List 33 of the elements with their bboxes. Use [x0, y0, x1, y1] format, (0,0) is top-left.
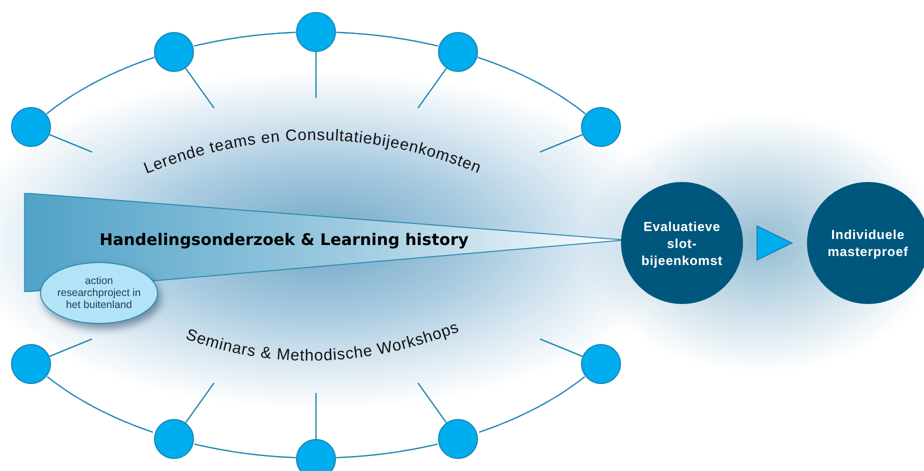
circle-node [154, 32, 194, 72]
spoke-line [49, 338, 92, 357]
oval-node: action researchproject in het buitenland [40, 262, 158, 324]
spoke-line [540, 338, 583, 357]
circle-node: Individuele masterproef [807, 182, 924, 304]
circle-node [581, 344, 621, 384]
arc-line [336, 32, 438, 47]
arc-line [477, 56, 586, 114]
circle-node [438, 419, 478, 459]
arc-line [194, 32, 296, 47]
arrow [756, 225, 794, 261]
circle-node [581, 107, 621, 147]
circle-node [11, 107, 51, 147]
spoke-line [315, 52, 317, 98]
circle-node [154, 419, 194, 459]
circle-node: Evaluatieve slot-bijeenkomst [621, 182, 743, 304]
spoke-line [315, 393, 317, 439]
circle-node [11, 344, 51, 384]
arc-line [194, 443, 296, 458]
circle-node [296, 12, 336, 52]
wedge-title: Handelingsonderzoek & Learning history [98, 230, 470, 249]
arc-line [478, 376, 586, 433]
spoke-line [49, 134, 92, 153]
spoke-line [417, 382, 447, 424]
arc-line [46, 376, 154, 433]
circle-node [296, 439, 336, 471]
arc-line [46, 56, 155, 114]
circle-node [438, 32, 478, 72]
arc-line [336, 443, 438, 458]
spoke-line [540, 134, 583, 153]
spoke-line [417, 68, 447, 108]
spoke-line [185, 382, 215, 424]
spoke-line [185, 68, 215, 108]
